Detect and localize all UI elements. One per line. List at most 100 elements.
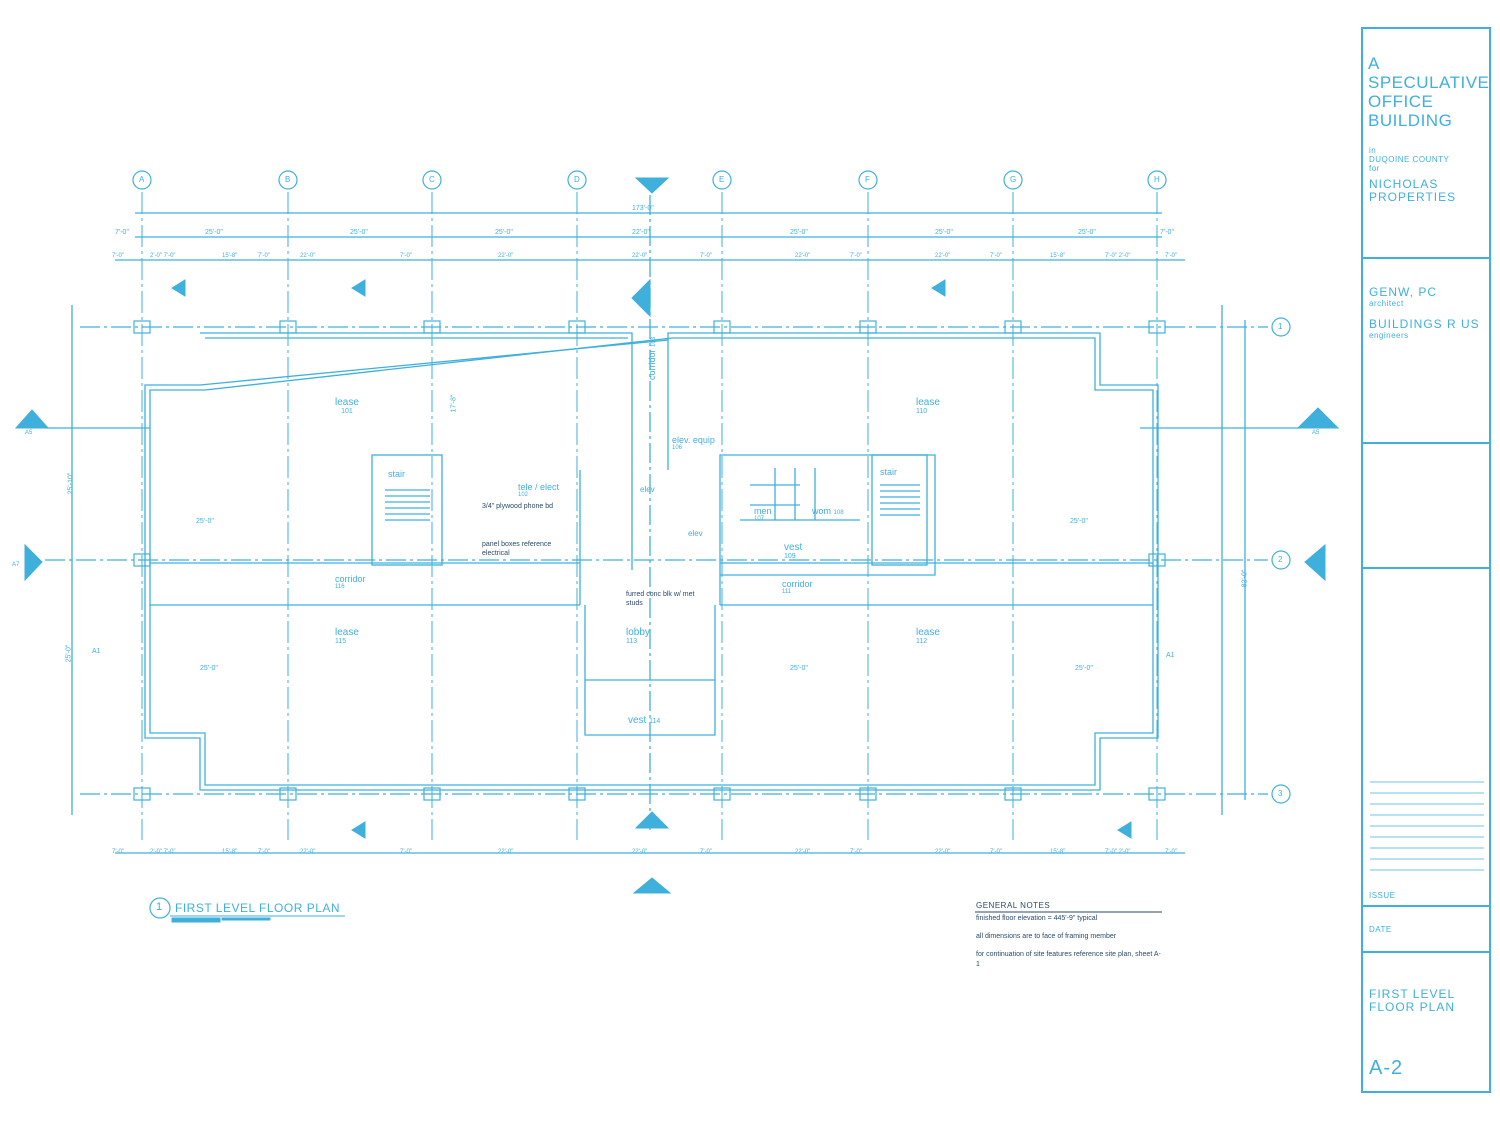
column-grid-bubble bbox=[422, 170, 442, 190]
column-grid-bubble bbox=[858, 170, 878, 190]
structural-column bbox=[1004, 320, 1022, 334]
plan-title-number: 1 bbox=[156, 901, 163, 913]
sub-dimension-label: 2'-0" 7'-0" bbox=[150, 253, 176, 259]
room-elev-left: elev bbox=[640, 485, 655, 494]
room-name: corridor bbox=[647, 349, 657, 380]
section-tag-left-2: A7 bbox=[12, 562, 20, 568]
room-number: 109 bbox=[784, 553, 796, 560]
room-number: 102 bbox=[518, 492, 529, 498]
bay-dimension-label: 7'-0" bbox=[1160, 229, 1174, 236]
room-name: lobby bbox=[626, 627, 650, 638]
dim-left-3: 17'-8" bbox=[450, 394, 458, 413]
section-tag-right-2: A7 bbox=[1318, 562, 1326, 568]
sub-dimension-label: 22'-0" bbox=[498, 253, 514, 259]
date-label: DATE bbox=[1369, 925, 1392, 934]
sub-dimension-label-bottom: 7'-0" bbox=[700, 849, 712, 855]
column-grid-bubble bbox=[1147, 170, 1167, 190]
room-number: 103 bbox=[651, 336, 657, 347]
row-grid-label: 3 bbox=[1278, 789, 1283, 798]
room-lobby-113: lobby 113 bbox=[626, 627, 650, 646]
stair-treads-right bbox=[880, 484, 920, 516]
room-name: corridor bbox=[335, 574, 366, 584]
issue-label: ISSUE bbox=[1369, 891, 1396, 900]
column-grid-label: C bbox=[429, 175, 435, 184]
stair-treads-left bbox=[385, 489, 430, 521]
row-grid-bubble bbox=[1271, 784, 1291, 804]
room-corridor-103: corridor 103 bbox=[647, 336, 657, 380]
room-corridor-116: corridor 116 bbox=[335, 574, 366, 591]
dim-left-5: 25'-0" bbox=[200, 665, 218, 672]
bay-dimension-label: 25'-0" bbox=[205, 229, 223, 236]
sub-dimension-label-bottom: 15'-8" bbox=[222, 849, 238, 855]
dim-right-3: 25'-0" bbox=[790, 665, 808, 672]
column-grid-bubble bbox=[278, 170, 298, 190]
sub-dimension-label-bottom: 22'-0" bbox=[300, 849, 316, 855]
sub-dimension-label: 7'-0" bbox=[700, 253, 712, 259]
client-line: NICHOLAS bbox=[1369, 177, 1439, 191]
scale-bar-2 bbox=[221, 917, 271, 921]
room-vest-114: vest 114 bbox=[628, 716, 660, 726]
room-number: 108 bbox=[833, 510, 844, 516]
sub-dimension-label-bottom: 2'-0" 7'-0" bbox=[150, 849, 176, 855]
row-grid-label: 1 bbox=[1278, 322, 1283, 331]
room-name: vest bbox=[628, 715, 647, 726]
location-line: for bbox=[1369, 164, 1380, 173]
stair-left bbox=[371, 454, 443, 566]
section-marker-left bbox=[14, 409, 50, 429]
project-title-line: SPECULATIVE bbox=[1368, 73, 1490, 92]
section-marker-right bbox=[1296, 407, 1340, 429]
structural-column bbox=[713, 320, 731, 334]
sub-dimension-label: 22'-0" bbox=[935, 253, 951, 259]
core-walls bbox=[579, 340, 936, 736]
wall-section-tag-3 bbox=[931, 279, 946, 297]
structural-column bbox=[133, 787, 151, 801]
sub-dimension-label-bottom: 22'-0" bbox=[935, 849, 951, 855]
section-tag-right: A5 bbox=[1312, 430, 1320, 436]
dim-right-1: 25'-0" bbox=[1070, 518, 1088, 525]
column-grid-label: G bbox=[1010, 175, 1017, 184]
room-corridor-111: corridor 111 bbox=[782, 579, 813, 596]
room-wom-108: wom 108 bbox=[812, 507, 844, 517]
room-number: 110 bbox=[916, 408, 928, 415]
room-lease-110: lease 110 bbox=[916, 398, 940, 416]
dim-right-overall: 82'-0" bbox=[1241, 569, 1249, 588]
general-note-3: for continuation of site features refere… bbox=[976, 951, 1161, 968]
column-grid-label: F bbox=[865, 175, 870, 184]
section-tag-west: A1 bbox=[92, 648, 101, 655]
dim-left-1: 25'-10" bbox=[67, 472, 75, 495]
column-grid-label: H bbox=[1154, 175, 1160, 184]
structural-column bbox=[1148, 787, 1166, 801]
sub-dimension-label-bottom: 15'-8" bbox=[1050, 849, 1066, 855]
corridor-walls bbox=[150, 562, 1153, 606]
bay-dimension-label: 25'-0" bbox=[935, 229, 953, 236]
project-title-line: BUILDING bbox=[1368, 111, 1453, 130]
sub-dimension-label-bottom: 7'-0" bbox=[400, 849, 412, 855]
sheet-title-line: FLOOR PLAN bbox=[1369, 1000, 1456, 1014]
room-number: 114 bbox=[649, 718, 661, 725]
room-number: 107 bbox=[754, 516, 765, 522]
scale-bar bbox=[171, 917, 221, 923]
room-number: 106 bbox=[672, 445, 683, 451]
sub-dimension-label: 7'-0" bbox=[258, 253, 270, 259]
room-name: corridor bbox=[782, 579, 813, 589]
structural-column bbox=[568, 787, 586, 801]
column-grid-bubble bbox=[1003, 170, 1023, 190]
architect-role: architect bbox=[1369, 299, 1404, 308]
room-stair-left: stair bbox=[388, 469, 406, 479]
column-grid-bubble bbox=[712, 170, 732, 190]
room-men-107: men 107 bbox=[754, 507, 772, 523]
sub-dimension-label: 22'-0" bbox=[795, 253, 811, 259]
dim-left-2: 25'-0" bbox=[65, 644, 73, 663]
exterior-wall-outline bbox=[144, 332, 1159, 791]
stair-right bbox=[871, 454, 928, 566]
sub-dimension-label-bottom: 7'-0" bbox=[990, 849, 1002, 855]
structural-column bbox=[279, 320, 297, 334]
column-grid-label: E bbox=[719, 175, 725, 184]
room-stair-right: stair bbox=[880, 467, 898, 477]
column-grid-label: D bbox=[574, 175, 580, 184]
room-number: 113 bbox=[626, 638, 638, 645]
structural-column bbox=[133, 320, 151, 334]
structural-column bbox=[568, 320, 586, 334]
note-phone-board: 3/4" plywood phone bd bbox=[482, 503, 553, 510]
structural-column bbox=[859, 320, 877, 334]
